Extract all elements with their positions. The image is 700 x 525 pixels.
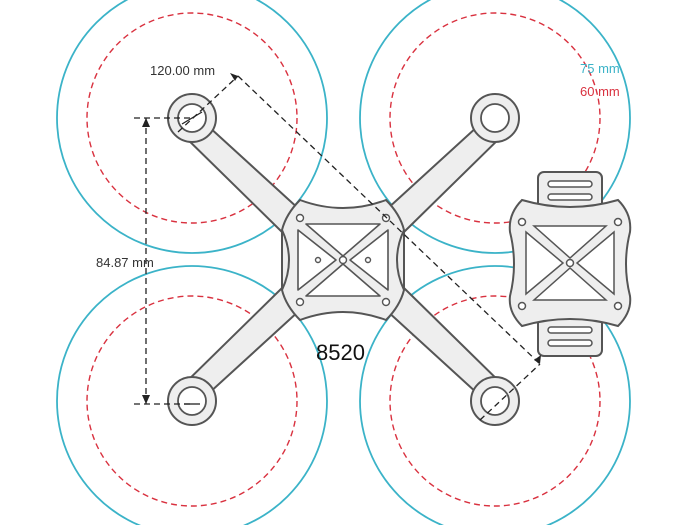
screw-hole <box>338 255 348 265</box>
propeller-circles <box>56 0 631 525</box>
legend-inner-label: 60 mm <box>580 84 620 99</box>
arrow-head <box>142 395 150 404</box>
inner-circle-top-left <box>86 12 298 224</box>
battery-hole <box>565 258 575 268</box>
center-cutout-bottom <box>305 263 381 297</box>
motor-hole-bottom-left <box>177 386 207 416</box>
battery-hole <box>613 301 623 311</box>
center-plate <box>280 198 406 322</box>
outer-circle-bottom-right <box>359 265 631 525</box>
battery-hole <box>517 217 527 227</box>
arrow-head <box>534 355 541 364</box>
screw-hole <box>314 256 322 264</box>
strap-slot <box>547 180 593 188</box>
strap-slot <box>547 193 593 201</box>
diagonal-dimension-label: 120.00 mm <box>150 63 215 78</box>
center-mark <box>181 111 203 125</box>
strap-slot <box>547 339 593 347</box>
screw-hole <box>364 256 372 264</box>
arrow-head <box>230 73 238 81</box>
inner-circle-bottom-right <box>389 295 601 507</box>
diagonal-dim-ext-bottom <box>479 363 541 421</box>
outer-circle-top-left <box>56 0 328 254</box>
battery-cutout <box>532 225 608 260</box>
model-label: 8520 <box>316 340 365 365</box>
inner-circle-bottom-left <box>86 295 298 507</box>
arrow-head <box>142 118 150 127</box>
screw-hole <box>381 297 391 307</box>
motor-hole-top-right <box>480 103 510 133</box>
battery-cutout <box>532 266 608 301</box>
diagonal-dim-ext-top <box>177 75 239 133</box>
strap-slot <box>547 326 593 334</box>
screw-hole <box>295 297 305 307</box>
outer-circle-top-right <box>359 0 631 254</box>
inner-circle-top-right <box>389 12 601 224</box>
center-cutout-top <box>305 223 381 257</box>
battery-cutout <box>525 230 565 296</box>
screw-hole <box>295 213 305 223</box>
outer-circle-bottom-left <box>56 265 328 525</box>
motor-hole-bottom-right <box>480 386 510 416</box>
battery-strap-bottom <box>537 315 603 357</box>
battery-hole <box>613 217 623 227</box>
legend-outer-label: 75 mm <box>580 61 620 76</box>
battery-cutout <box>575 230 615 296</box>
vertical-dimension-label: 84.87 mm <box>96 255 154 270</box>
dimension-arrows <box>142 73 541 404</box>
dimension-lines <box>134 75 541 421</box>
battery-hole <box>517 301 527 311</box>
